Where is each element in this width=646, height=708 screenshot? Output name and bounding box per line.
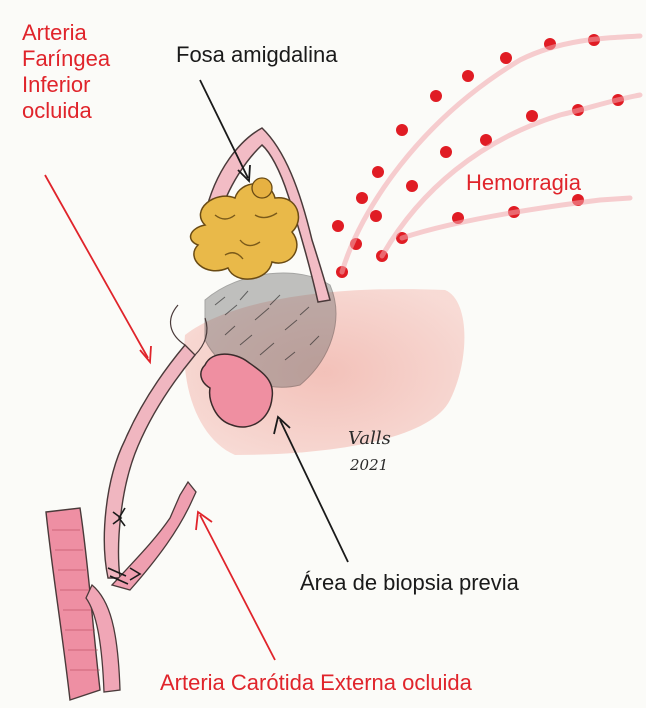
signature-name: Valls: [348, 428, 391, 449]
label-line: ocluida: [22, 98, 110, 124]
external-carotid-artery: [112, 482, 196, 590]
artist-signature: Valls 2021: [344, 420, 402, 480]
label-fosa-amigdalina: Fosa amigdalina: [176, 42, 337, 68]
label-hemorragia: Hemorragia: [466, 170, 581, 196]
label-line: Faríngea: [22, 46, 110, 72]
tonsil-pole: [252, 178, 272, 198]
label-area-biopsia: Área de biopsia previa: [300, 570, 519, 596]
hemorrhage-trails: [342, 36, 640, 272]
signature-year: 2021: [349, 456, 388, 474]
label-line: Arteria: [22, 20, 110, 46]
label-arteria-carotida: Arteria Carótida Externa ocluida: [160, 670, 472, 696]
label-line: Inferior: [22, 72, 110, 98]
tonsil: [191, 184, 299, 279]
label-arteria-faringea: Arteria Faríngea Inferior ocluida: [22, 20, 110, 124]
